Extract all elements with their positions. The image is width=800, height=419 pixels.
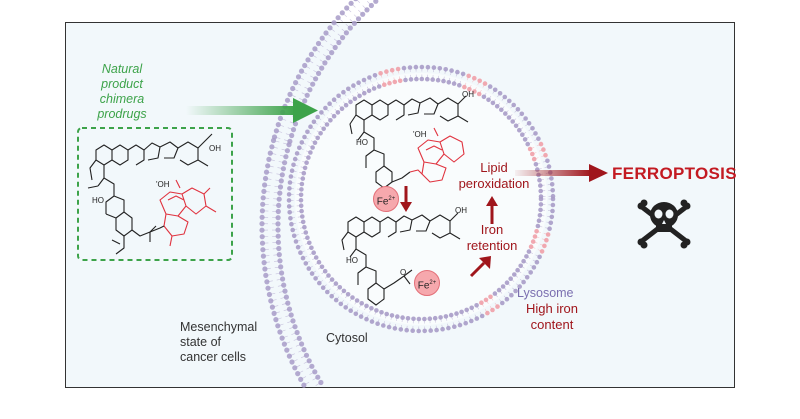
mesenchymal-label: Mesenchymal state of cancer cells (180, 320, 257, 365)
fe-charge: 2+ (429, 280, 437, 286)
iron-retention-label: Iron retention (452, 222, 532, 254)
prodrug-box (77, 127, 233, 261)
ferroptosis-label: FERROPTOSIS (612, 164, 737, 183)
lipid-line-2: peroxidation (458, 176, 530, 191)
oh-prime-label-top: 'OH (413, 130, 427, 139)
prodrugs-line-3: chimera (99, 92, 145, 106)
ho-label-bottom: HO (346, 256, 358, 265)
ho-label: HO (92, 196, 104, 205)
high-iron-label: High iron content (512, 301, 592, 333)
artemisinin-moiety-left (159, 179, 217, 247)
mesenchymal-line-1: Mesenchymal (180, 320, 258, 334)
lysosome-ring (286, 64, 556, 334)
oh-prime-label: 'OH (156, 180, 170, 189)
mesenchymal-line-3: cancer cells (180, 350, 246, 364)
cell-membrane (259, 0, 379, 388)
fe-symbol: Fe (417, 280, 430, 292)
lipid-line-1: Lipid (480, 160, 508, 175)
active-molecule-lysosome (341, 212, 461, 306)
ferroptosis-arrow (515, 164, 608, 182)
artemisinin-moiety-top (409, 127, 465, 183)
lysosome-label: Lysosome (517, 286, 574, 300)
fe-charge: 2+ (388, 196, 396, 202)
pathway-arrows (400, 186, 498, 278)
iron-ion-badge-top: Fe2+ (373, 186, 399, 212)
high-iron-line-1: High iron (525, 301, 579, 316)
cytosol-label: Cytosol (326, 331, 368, 345)
uptake-arrow (186, 98, 318, 123)
prodrugs-label: Natural product chimera prodrugs (80, 62, 164, 122)
prodrugs-line-1: Natural (101, 62, 143, 76)
fe-symbol: Fe (376, 196, 389, 208)
ho-label-top: HO (356, 138, 368, 147)
iron-line-1: Iron (480, 222, 504, 237)
o-label-bottom: O (400, 268, 407, 277)
prodrugs-line-4: prodrugs (97, 107, 147, 121)
oh-label-bottom: OH (455, 206, 467, 215)
high-iron-line-2: content (530, 317, 574, 332)
ester-link-left (149, 225, 165, 233)
prodrugs-line-2: product (101, 77, 143, 91)
prodrug-molecule-lysosome (349, 95, 469, 189)
iron-line-2: retention (466, 238, 518, 253)
lipid-peroxidation-label: Lipid peroxidation (452, 160, 536, 192)
prodrug-molecule (87, 133, 213, 255)
mesenchymal-line-2: state of (180, 335, 221, 349)
skull-crossbones-icon (637, 199, 691, 249)
oh-label-top: OH (462, 90, 474, 99)
iron-ion-badge-bottom: Fe2+ (414, 270, 440, 296)
oh-label: OH (209, 144, 221, 153)
molecule-structures (87, 95, 469, 306)
